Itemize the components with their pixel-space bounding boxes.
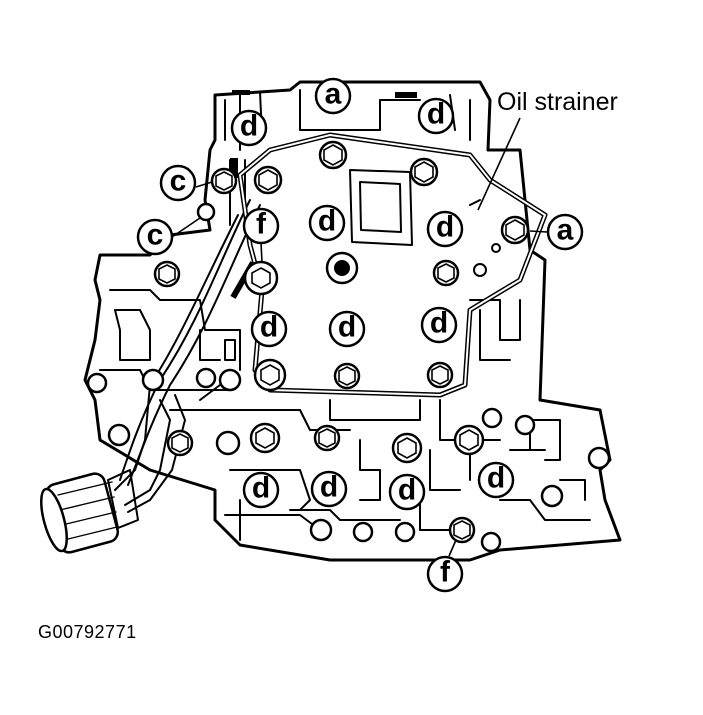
callout-d: d	[477, 462, 515, 499]
bolt	[587, 446, 611, 470]
callout-d: d	[417, 98, 455, 135]
bolt	[500, 215, 530, 245]
leader-lines	[171, 117, 548, 557]
bolt	[391, 432, 423, 464]
svg-text:a: a	[557, 214, 574, 247]
bolt	[352, 521, 374, 543]
bolt	[309, 518, 333, 542]
callout-d: d	[426, 211, 464, 248]
bolt	[195, 367, 217, 389]
callout-d: d	[308, 205, 346, 242]
callout-f-top: f	[242, 208, 280, 245]
svg-text:d: d	[240, 110, 258, 143]
bolt	[107, 423, 131, 447]
bolt	[514, 414, 536, 436]
callout-d: d	[310, 471, 348, 508]
callout-f-bottom: f	[426, 556, 464, 593]
bolt	[141, 368, 165, 392]
svg-text:f: f	[256, 208, 267, 241]
bolt	[196, 202, 216, 222]
bolt	[249, 422, 281, 454]
bolt	[210, 167, 238, 195]
bolt	[218, 368, 242, 392]
callout-a-right: a	[546, 214, 584, 251]
svg-text:d: d	[436, 211, 454, 244]
bolt	[243, 260, 279, 296]
callout-c-top: c	[159, 165, 197, 202]
svg-text:c: c	[147, 219, 164, 252]
oil-strainer-label: Oil strainer	[497, 88, 618, 116]
svg-text:d: d	[318, 205, 336, 238]
bolt	[318, 140, 348, 170]
bolt	[432, 259, 460, 287]
svg-text:d: d	[430, 307, 448, 340]
svg-text:f: f	[440, 556, 451, 589]
svg-text:d: d	[260, 311, 278, 344]
callout-c-left: c	[136, 219, 174, 256]
bolt	[86, 372, 108, 394]
bolt	[215, 430, 241, 456]
svg-text:d: d	[252, 472, 270, 505]
svg-text:a: a	[325, 78, 342, 111]
svg-text:c: c	[170, 165, 187, 198]
callout-d: d	[328, 311, 366, 348]
svg-text:d: d	[320, 471, 338, 504]
callout-d: d	[242, 472, 280, 509]
bolts	[86, 140, 611, 553]
bolt	[333, 362, 361, 390]
callout-d: d	[230, 110, 268, 147]
bolt	[426, 361, 454, 389]
callout-d: d	[250, 311, 288, 348]
bolt	[453, 424, 485, 456]
bolt	[540, 484, 564, 508]
svg-text:d: d	[398, 474, 416, 507]
bolt	[480, 531, 502, 553]
svg-text:d: d	[487, 462, 505, 495]
bolt	[481, 407, 503, 429]
oil-strainer	[237, 132, 548, 398]
bolt	[166, 429, 194, 457]
figure-id: G00792771	[38, 622, 137, 642]
bolt	[409, 157, 439, 187]
bolt	[448, 516, 476, 544]
bolt	[253, 165, 283, 195]
wire-harness	[114, 199, 261, 513]
callout-d: d	[420, 307, 458, 344]
svg-text:d: d	[427, 98, 445, 131]
bolt	[153, 260, 181, 288]
bolt	[313, 424, 341, 452]
bolt	[394, 521, 416, 543]
bolt	[253, 358, 287, 392]
electrical-connector	[40, 469, 139, 554]
svg-text:d: d	[338, 311, 356, 344]
bolt	[325, 251, 359, 285]
callout-d: d	[388, 474, 426, 511]
callout-a-top: a	[314, 78, 352, 115]
